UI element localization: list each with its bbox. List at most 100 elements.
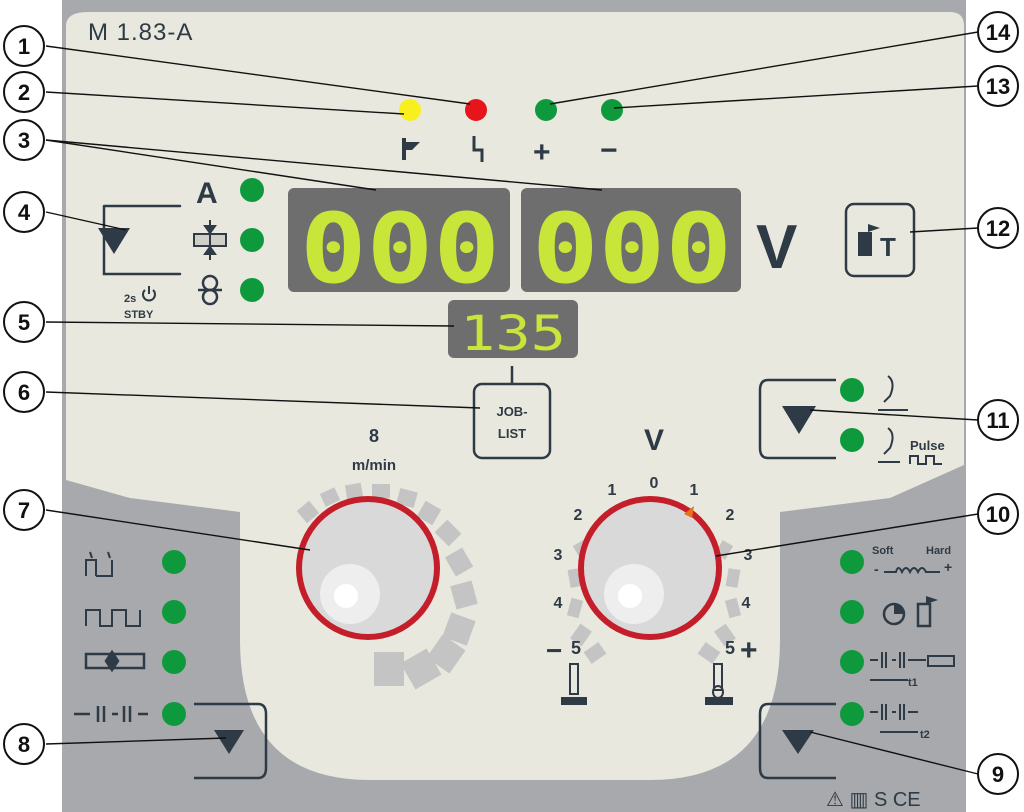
- mode-select-button[interactable]: [194, 702, 268, 780]
- svg-text:4: 4: [18, 200, 31, 225]
- dynamics-minus: -: [874, 561, 879, 577]
- callout-1: 1: [3, 25, 45, 67]
- voltage-minus-sign: −: [546, 635, 562, 666]
- callout-13: 13: [977, 65, 1019, 107]
- svg-text:11: 11: [986, 408, 1009, 433]
- power-icon: [142, 286, 156, 302]
- param-amps-label: A: [196, 177, 218, 210]
- gas-test-button[interactable]: [844, 202, 916, 278]
- gas-cylinder-icon: T: [858, 224, 896, 262]
- inductance-icon: [884, 567, 940, 575]
- svg-text:3: 3: [18, 128, 30, 153]
- process-select-button[interactable]: [758, 378, 836, 460]
- display-left-value: 000: [300, 193, 500, 305]
- svg-text:10: 10: [986, 502, 1010, 527]
- led-wire-feed: [240, 278, 264, 302]
- led-amps: [240, 178, 264, 202]
- led-dynamics: [840, 550, 864, 574]
- svg-text:2: 2: [18, 80, 30, 105]
- process-select-arrow-icon: [782, 406, 816, 434]
- led-spot-time: [840, 650, 864, 674]
- interval-icon: [74, 706, 148, 722]
- led-green-minus: [601, 99, 623, 121]
- joblist-line2: LIST: [498, 426, 526, 441]
- pulse-label: Pulse: [910, 438, 945, 453]
- standard-torch-icon: [878, 375, 908, 411]
- callout-6: 6: [3, 371, 45, 413]
- joblist-line1: JOB-: [496, 404, 527, 419]
- led-pause-time: [840, 702, 864, 726]
- voltage-scale-plus-5: 5: [725, 638, 735, 658]
- led-green-plus: [535, 99, 557, 121]
- callout-14: 14: [977, 11, 1019, 53]
- short-arc-icon: [561, 663, 587, 705]
- spot-time-label: t1: [908, 677, 918, 689]
- led-red: [465, 99, 487, 121]
- svg-text:13: 13: [986, 74, 1010, 99]
- material-thickness-icon: [193, 220, 227, 260]
- mode-select-arrow-icon: [214, 730, 244, 754]
- callout-5: 5: [3, 301, 45, 343]
- callout-10: 10: [977, 493, 1019, 535]
- svg-text:9: 9: [992, 762, 1004, 787]
- display-right-value: 000: [532, 193, 732, 305]
- voltage-scale-minus-3: 3: [554, 547, 563, 564]
- display-left: [288, 188, 510, 292]
- callout-3: 3: [3, 119, 45, 161]
- param-select-arrow-icon: [782, 730, 814, 754]
- svg-text:8: 8: [18, 732, 30, 757]
- mode-4t-icon: [85, 609, 141, 627]
- voltage-scale-minus-4: 4: [554, 595, 563, 612]
- overtemp-icon: [402, 138, 420, 160]
- voltage-scale-plus-2: 2: [726, 507, 735, 524]
- long-arc-icon: [705, 663, 733, 705]
- pause-time-label: t2: [920, 729, 930, 741]
- callout-12: 12: [977, 207, 1019, 249]
- svg-text:1: 1: [18, 34, 30, 59]
- voltage-scale-plus-3: 3: [744, 547, 753, 564]
- svg-text:14: 14: [986, 20, 1011, 45]
- joblist-button[interactable]: [472, 382, 552, 460]
- pulse-torch-icon: [878, 427, 942, 465]
- led-standard-mig: [840, 378, 864, 402]
- callout-2: 2: [3, 71, 45, 113]
- voltage-knob-glare: [618, 584, 642, 608]
- polarity-plus: +: [533, 136, 551, 169]
- footer-compliance-marks: ⚠ ▥ S CE: [826, 789, 921, 811]
- display-small: [448, 300, 578, 358]
- param-select-button[interactable]: [758, 702, 836, 780]
- mode-2t-icon: [85, 551, 113, 577]
- display-select-button[interactable]: [98, 204, 182, 276]
- svg-text:6: 6: [18, 380, 30, 405]
- voltage-scale-minus-5: 5: [571, 638, 581, 658]
- callout-9: 9: [977, 753, 1019, 795]
- display-right: [521, 188, 741, 292]
- callout-4: 4: [3, 191, 45, 233]
- voltage-scale-0: 0: [650, 475, 659, 492]
- voltage-scale-plus-1: 1: [690, 482, 699, 499]
- wire-feed-unit: m/min: [352, 457, 396, 474]
- svg-text:T: T: [880, 232, 896, 262]
- wire-feed-knob-glare: [334, 584, 358, 608]
- wire-feed-scale: [296, 482, 478, 690]
- voltage-knob-pointer: [684, 506, 694, 518]
- polarity-minus: −: [600, 134, 618, 167]
- svg-text:5: 5: [18, 310, 30, 335]
- voltage-scale-ticks: [566, 540, 742, 664]
- pause-time-icon: [870, 704, 918, 733]
- callout-11: 11: [977, 399, 1019, 441]
- dynamics-hard: Hard: [926, 545, 951, 557]
- standby-time: 2s: [124, 293, 136, 305]
- voltage-scale-minus-2: 2: [574, 507, 583, 524]
- fault-icon: [472, 136, 484, 162]
- led-pulse-mig: [840, 428, 864, 452]
- led-mode-4t: [162, 600, 186, 624]
- voltage-plus-sign: +: [740, 634, 758, 667]
- dynamics-plus: +: [944, 559, 952, 575]
- display-small-value: 135: [460, 306, 566, 362]
- wire-feed-knob-icon: 8: [369, 426, 379, 446]
- callout-8: 8: [3, 723, 45, 765]
- voltage-scale-minus-1: 1: [608, 482, 617, 499]
